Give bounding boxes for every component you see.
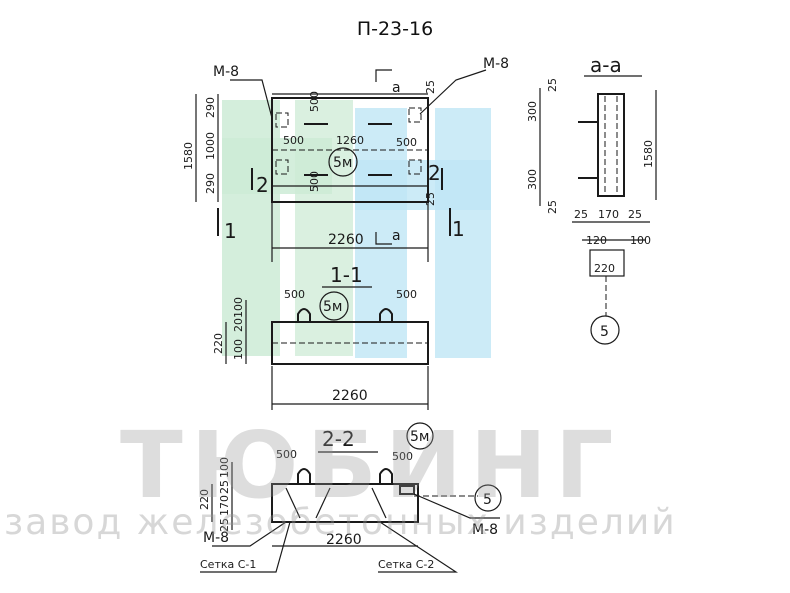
section-2-2-dim-2260: 2260	[326, 532, 362, 548]
plan-cut-2-left: 2	[256, 173, 269, 197]
cut-a-bottom	[375, 232, 392, 245]
section-1-1-dim-100-top: 100	[232, 297, 245, 318]
plate-top-left	[275, 112, 289, 128]
section-a-a-base	[589, 249, 625, 277]
section-2-2-dim-25: 25	[218, 480, 231, 494]
watermark-subtitle: завод железобетонных изделий	[4, 502, 677, 543]
section-a-a: а-а 25 300 300 25 1580 25 170 25 120 100…	[526, 53, 657, 345]
section-a-a-dim-100: 100	[630, 234, 651, 247]
section-a-a-dim-120: 120	[586, 234, 607, 247]
plan-cut-a-bottom: а	[392, 228, 401, 244]
plan-dim-25-top: 25	[424, 80, 437, 94]
section-a-a-title: а-а	[590, 53, 622, 77]
plan-dim-25-bottom: 25	[424, 192, 437, 206]
section-1-1: 1-1 5м 500 500 100 20 100 220 2260	[212, 263, 429, 410]
section-1-1-dim-2260: 2260	[332, 388, 368, 404]
section-a-a-mark-5: 5	[600, 324, 609, 340]
section-a-a-body	[597, 93, 625, 197]
section-1-1-dim-500-left: 500	[284, 288, 305, 301]
plate-bottom-right	[408, 159, 422, 175]
section-1-1-title: 1-1	[330, 263, 363, 287]
plan-cut-1-left: 1	[224, 219, 237, 243]
logo-blue-right	[435, 108, 491, 358]
plan-dim-2260: 2260	[328, 232, 364, 248]
section-2-2-dim-220: 220	[198, 489, 211, 510]
plate-top-right	[408, 107, 422, 123]
m8-leader-right	[419, 69, 487, 115]
plan-dim-1000: 1000	[204, 132, 217, 160]
section-a-a-mark-5-circle	[590, 315, 620, 345]
section-2-2-m8-left: М-8	[203, 530, 229, 546]
plan-dim-500-top: 500	[308, 91, 321, 112]
section-2-2-c1-leader	[200, 521, 291, 573]
section-1-1-dim-220: 220	[212, 333, 225, 354]
plan-m8-right: М-8	[483, 56, 509, 72]
section-2-2-title: 2-2	[322, 427, 355, 451]
plate-bottom-left	[275, 159, 289, 175]
logo-green-right	[295, 100, 353, 356]
section-a-a-dim-170: 170	[598, 208, 619, 221]
section-a-a-dim-300-bottom: 300	[526, 169, 539, 190]
plan-dim-1260: 1260	[336, 134, 364, 147]
cut-a-top	[375, 69, 392, 82]
section-1-1-mark-5m: 5м	[323, 299, 342, 315]
plan-cut-1-right: 1	[452, 217, 465, 241]
section-a-a-dim-300: 300	[526, 101, 539, 122]
section-a-a-dim-25-top: 25	[546, 78, 559, 92]
plan-dim-1580: 1580	[182, 142, 195, 170]
section-2-2-c2-leader	[378, 521, 459, 573]
plan-cut-a-top: а	[392, 80, 401, 96]
plan-dim-500-right: 500	[396, 136, 417, 149]
section-2-2-slab	[271, 483, 419, 523]
section-2-2-diag-3	[371, 487, 387, 519]
section-2-2-m8-right: М-8	[472, 522, 498, 538]
section-2-2-loop-left	[297, 468, 311, 484]
section-2-2-mark-5: 5	[483, 492, 492, 508]
plan-dim-500-left: 500	[283, 134, 304, 147]
m8-leader-left	[230, 79, 273, 119]
plan-cut-2-right: 2	[428, 161, 441, 185]
section-2-2-mesh-c1: Сетка С-1	[200, 558, 256, 571]
plan-m8-left: М-8	[213, 64, 239, 80]
section-2-2-mark-5m: 5м	[410, 429, 429, 445]
section-2-2-plate	[399, 485, 415, 495]
section-2-2-diag-1	[285, 487, 301, 519]
plan-dim-290-bottom: 290	[204, 173, 217, 194]
plan-dim-500-lower: 500	[308, 171, 321, 192]
watermark-brand: ТЮБИНГ	[120, 412, 622, 519]
mark-5m-circle	[328, 147, 358, 177]
section-1-1-mark-circle	[319, 291, 349, 321]
section-2-2-dim-170: 170	[218, 495, 231, 516]
section-a-a-dim-1580: 1580	[642, 140, 655, 168]
section-a-a-dim-25-right: 25	[628, 208, 642, 221]
sheet-title: П-23-16	[356, 18, 434, 40]
section-1-1-loop-left	[297, 308, 311, 322]
section-2-2-loop-right	[379, 468, 393, 484]
section-1-1-dim-100-bottom: 100	[232, 339, 245, 360]
section-1-1-dim-20: 20	[232, 318, 245, 332]
section-a-a-dim-220: 220	[594, 262, 615, 275]
section-2-2-diag-2	[315, 487, 331, 519]
section-2-2-m8-left-leader	[212, 521, 287, 547]
section-2-2-dim-500-left: 500	[276, 448, 297, 461]
plan-mark-5m: 5м	[333, 155, 352, 171]
section-2-2-mark-5-circle	[474, 484, 502, 512]
section-a-a-dim-25-left: 25	[574, 208, 588, 221]
section-1-1-loop-right	[379, 308, 393, 322]
section-1-1-dim-500-right: 500	[396, 288, 417, 301]
section-a-a-dim-25-bottom: 25	[546, 200, 559, 214]
section-2-2-mark-circle	[406, 422, 434, 450]
plan-dim-290-top: 290	[204, 97, 217, 118]
section-2-2-dim-100: 100	[218, 457, 231, 478]
section-2-2-dim-25-bottom: 25	[218, 518, 231, 532]
section-2-2-m8-right-leader	[413, 493, 500, 519]
plan-view: 5м М-8 М-8 1580 290 1000 290 500 1260 50…	[182, 56, 509, 262]
section-2-2-mesh-c2: Сетка С-2	[378, 558, 434, 571]
section-2-2: 2-2 5м 500 500 100 25 170 220 25 2260 5	[198, 422, 502, 573]
section-2-2-dim-500-right: 500	[392, 450, 413, 463]
